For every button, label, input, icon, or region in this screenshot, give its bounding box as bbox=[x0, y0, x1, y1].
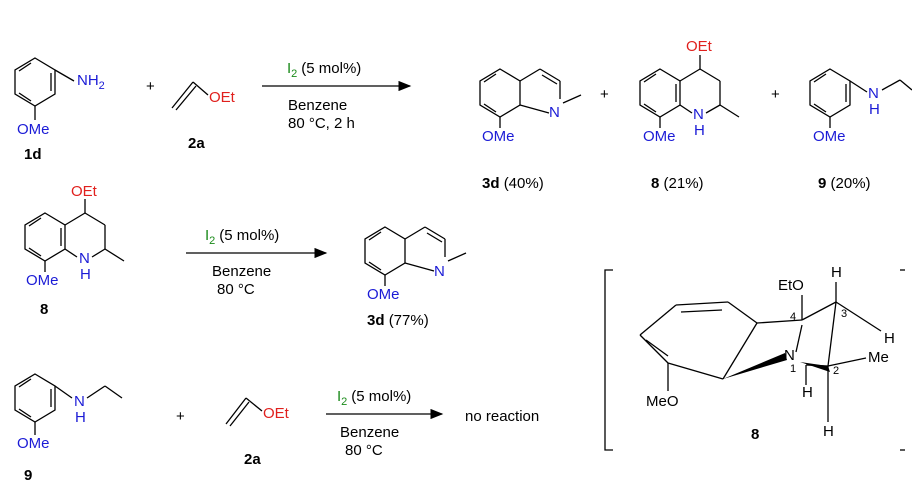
h3a-label-conformer: H bbox=[831, 264, 842, 281]
oet-label-8-row1: OEt bbox=[686, 38, 713, 55]
product-9-row1: 9 (20%) bbox=[818, 175, 871, 192]
plus-sign-row1: + bbox=[146, 78, 155, 95]
solvent-row2: Benzene bbox=[212, 263, 271, 280]
n-label-conformer: N bbox=[784, 347, 795, 364]
catalyst-row1: I2(5 mol%) bbox=[287, 60, 361, 80]
molecule-8-row2 bbox=[24, 199, 125, 272]
position-3: 3 bbox=[841, 308, 847, 320]
molecule-1d bbox=[14, 57, 75, 120]
nh2-label-1d: NH2 bbox=[77, 72, 105, 92]
h-label-8-row1: H bbox=[694, 122, 705, 139]
molecule-9-row3 bbox=[14, 373, 123, 435]
conformer-brackets bbox=[604, 269, 905, 451]
no-reaction-label: no reaction bbox=[465, 408, 539, 425]
h-label-8-row2: H bbox=[80, 266, 91, 283]
position-4: 4 bbox=[790, 311, 796, 323]
oet-label-2a-row3: OEt bbox=[263, 405, 290, 422]
molecule-2a-row3 bbox=[225, 397, 263, 427]
plus-sign-row3: + bbox=[176, 408, 185, 425]
n-label-3d-row2: N bbox=[434, 263, 445, 280]
oet-label-2a-row1: OEt bbox=[209, 89, 236, 106]
product-3d-row1: 3d (40%) bbox=[482, 175, 544, 192]
ome-label-3d-row2: OMe bbox=[367, 286, 400, 303]
plus-sign-row1-b: + bbox=[600, 86, 609, 103]
solvent-row3: Benzene bbox=[340, 424, 399, 441]
conditions-row3: 80 °C bbox=[345, 442, 383, 459]
catalyst-row2: I2(5 mol%) bbox=[205, 227, 279, 247]
n-label-9-row1: N bbox=[868, 85, 879, 102]
n-label-8-row2: N bbox=[79, 250, 90, 267]
conditions-row1: 80 °C, 2 h bbox=[288, 115, 355, 132]
h3b-label-conformer: H bbox=[884, 330, 895, 347]
catalyst-row3: I2(5 mol%) bbox=[337, 388, 411, 408]
compound-id-9-row3: 9 bbox=[24, 467, 32, 484]
ome-label-8-row2: OMe bbox=[26, 272, 59, 289]
ome-label-8-row1: OMe bbox=[643, 128, 676, 145]
molecule-8-row1 bbox=[639, 55, 740, 128]
conditions-row2: 80 °C bbox=[217, 281, 255, 298]
molecule-2a-row1 bbox=[171, 81, 209, 111]
position-2: 2 bbox=[833, 365, 839, 377]
product-3d-row2: 3d (77%) bbox=[367, 312, 429, 329]
plus-sign-row1-c: + bbox=[771, 86, 780, 103]
compound-id-conformer: 8 bbox=[751, 426, 759, 443]
n-label-9-row3: N bbox=[74, 393, 85, 410]
me-label-conformer: Me bbox=[868, 349, 889, 366]
molecule-3d-row1 bbox=[479, 68, 582, 128]
ome-label-3d-row1: OMe bbox=[482, 128, 515, 145]
conformer-8 bbox=[639, 282, 882, 422]
solvent-row1: Benzene bbox=[288, 97, 347, 114]
ome-label-9-row1: OMe bbox=[813, 128, 846, 145]
position-1: 1 bbox=[790, 363, 796, 375]
wedge-bond-c2 bbox=[800, 362, 830, 372]
h-label-9-row1: H bbox=[869, 101, 880, 118]
n-label-8-row1: N bbox=[693, 106, 704, 123]
hn-label-conformer: H bbox=[802, 384, 813, 401]
n-label-3d-row1: N bbox=[549, 104, 560, 121]
product-8-row1: 8 (21%) bbox=[651, 175, 704, 192]
eto-label-conformer: EtO bbox=[778, 277, 804, 294]
ome-label-1d: OMe bbox=[17, 121, 50, 138]
oet-label-8-row2: OEt bbox=[71, 183, 98, 200]
compound-id-1d: 1d bbox=[24, 146, 42, 163]
meo-label-conformer: MeO bbox=[646, 393, 679, 410]
wedge-bond-c8a-n1 bbox=[723, 353, 787, 379]
h-label-9-row3: H bbox=[75, 409, 86, 426]
molecule-3d-row2 bbox=[364, 226, 467, 286]
compound-id-8-row2: 8 bbox=[40, 301, 48, 318]
molecule-9-row1 bbox=[809, 68, 912, 128]
ome-label-9-row3: OMe bbox=[17, 435, 50, 452]
compound-id-2a-row3: 2a bbox=[244, 451, 261, 468]
h2-label-conformer: H bbox=[823, 423, 834, 440]
compound-id-2a-row1: 2a bbox=[188, 135, 205, 152]
